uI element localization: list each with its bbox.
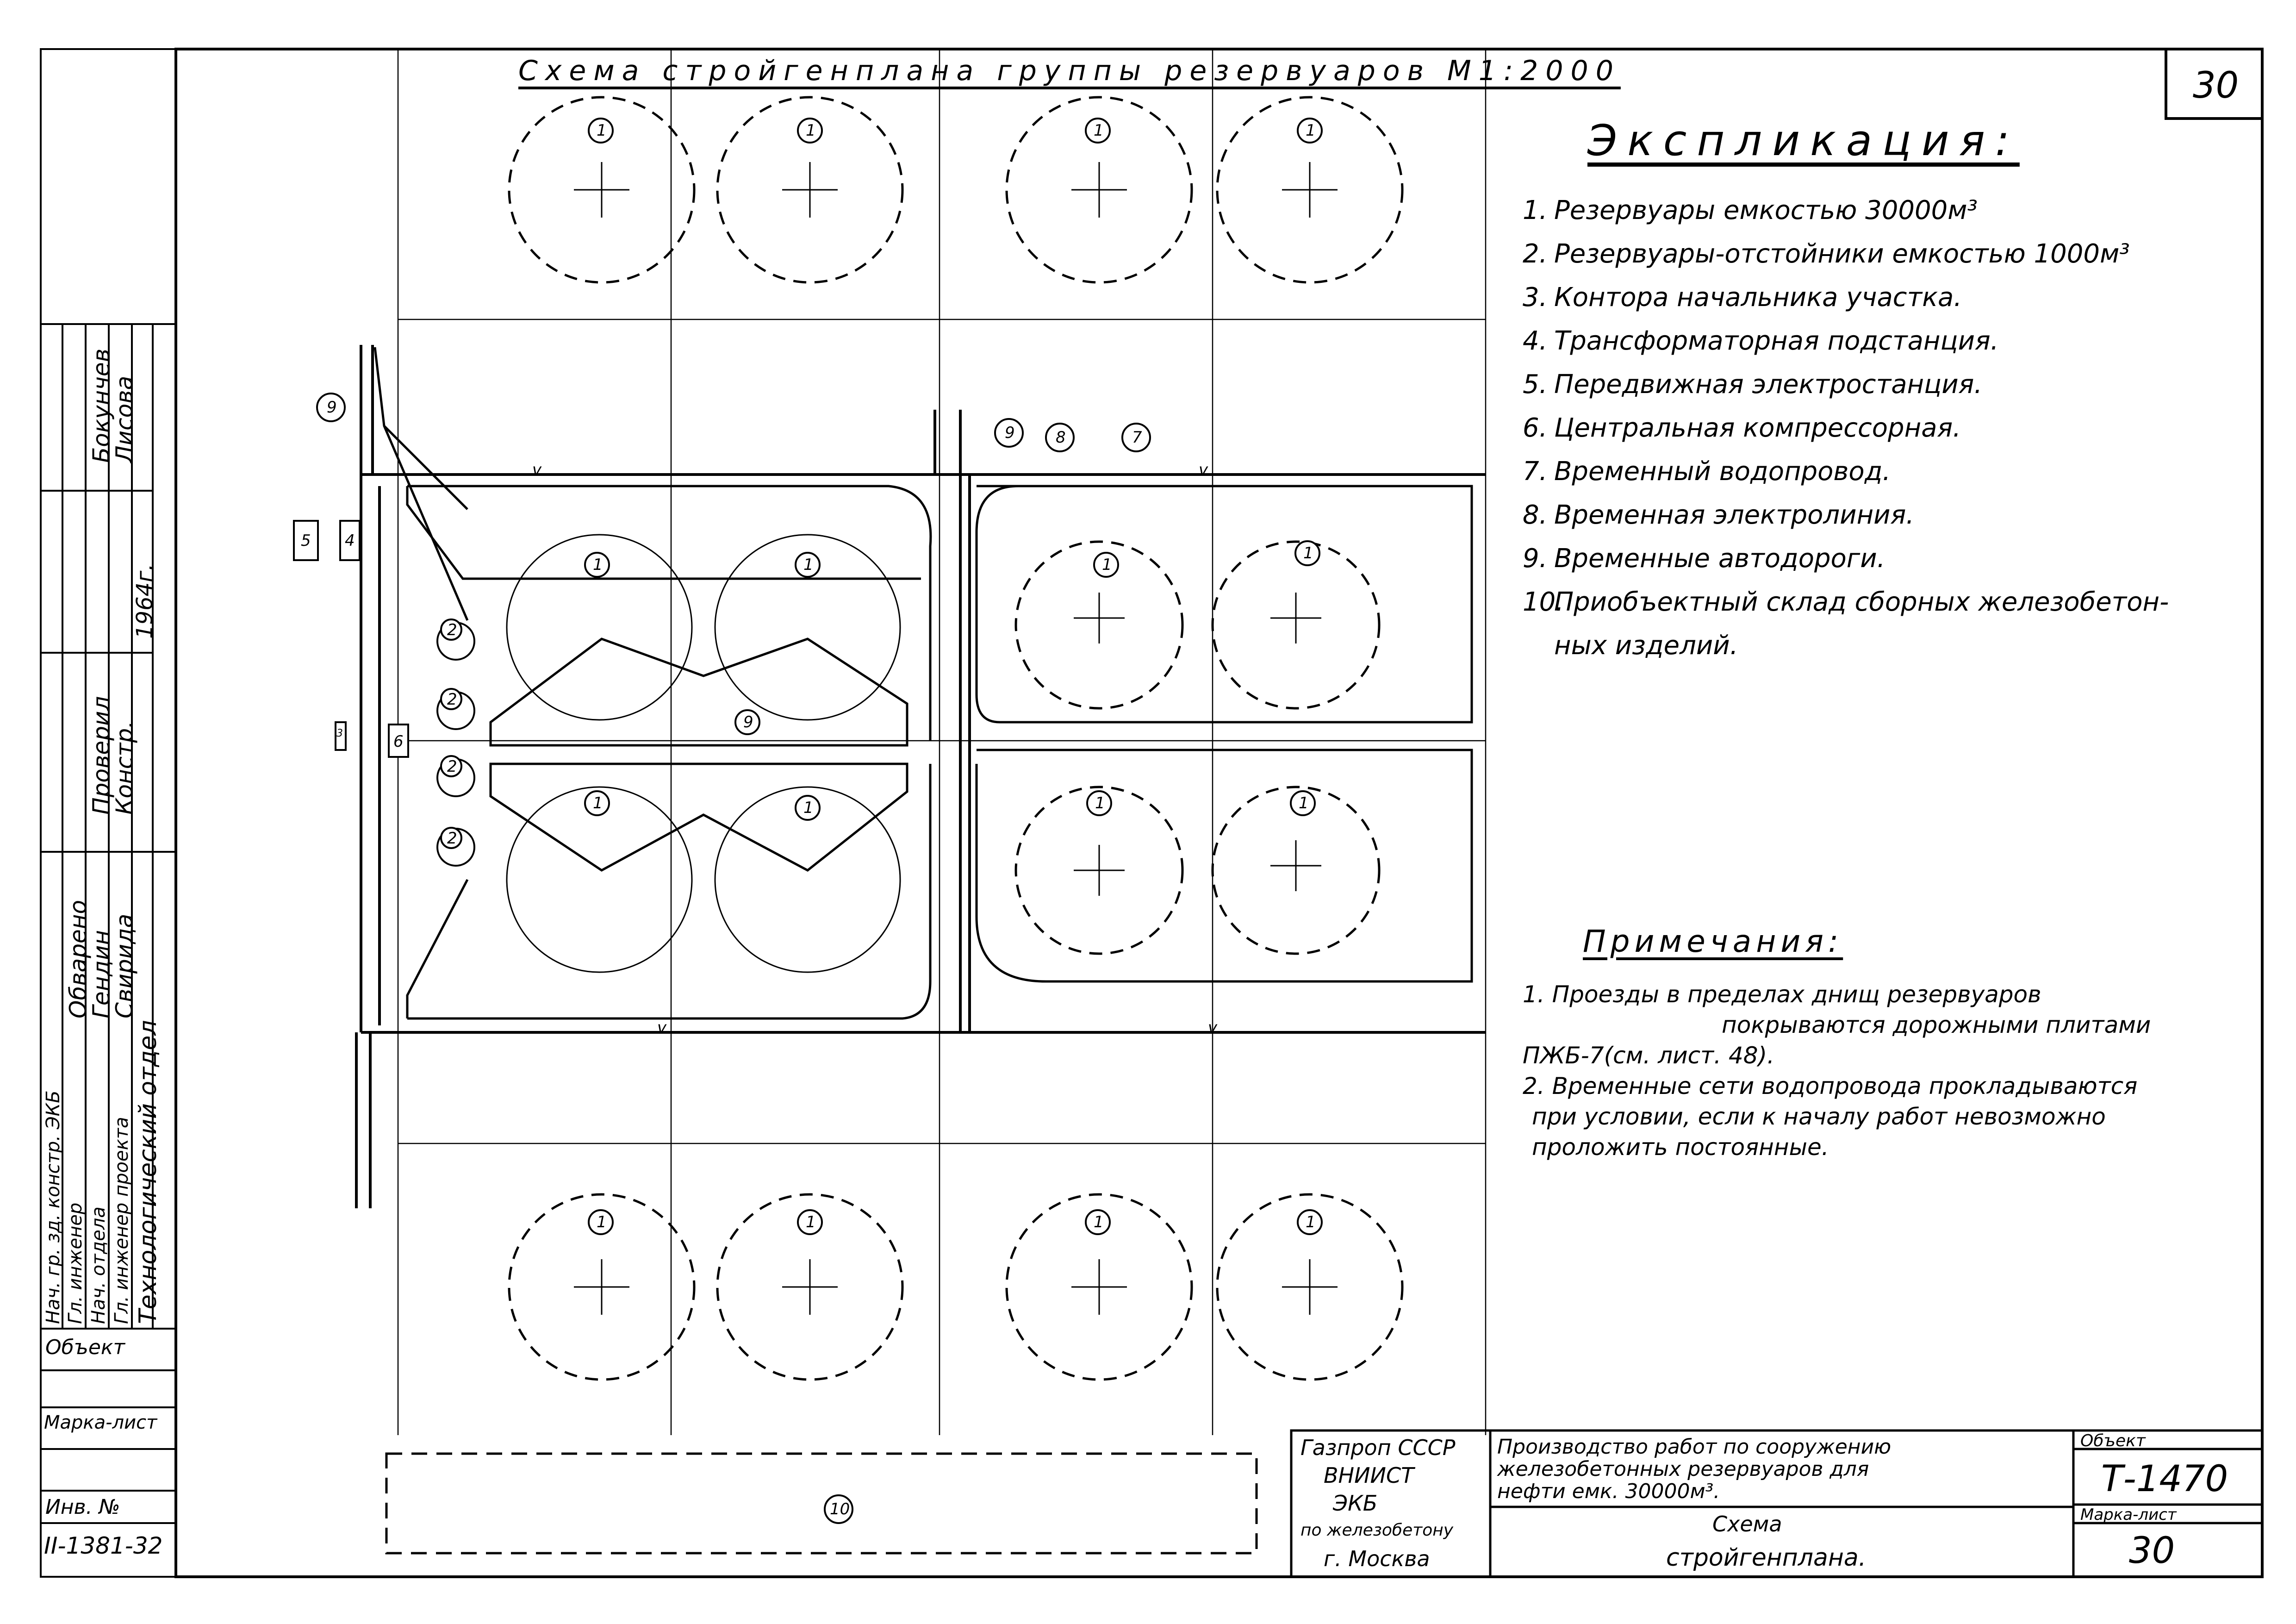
label-power-line: 8 — [1056, 428, 1066, 447]
legend-item: 5.Передвижная электростанция. — [1523, 369, 1983, 400]
label-tank: 1 — [803, 799, 814, 817]
label-settler: 2 — [447, 829, 457, 848]
callout-circles — [316, 118, 1323, 1524]
legend-item: 1.Резервуары емкостью 30000м³ — [1523, 195, 1978, 225]
note-line: ПЖБ-7(см. лист. 48). — [1523, 1042, 1774, 1069]
legend-item: 10.Приобъектный склад сборных железобето… — [1523, 587, 2169, 617]
label-tank: 1 — [1306, 121, 1316, 140]
label-roads: 9 — [1005, 424, 1015, 442]
label-compressor: 6 — [393, 732, 404, 751]
label-powerstation: 5 — [301, 531, 311, 550]
tb-work: железобетонных резервуаров для — [1497, 1457, 1869, 1481]
note-line: покрываются дорожными плитами — [1722, 1012, 2151, 1038]
legend-item: 2.Резервуары-отстойники емкостью 1000м³ — [1523, 239, 2130, 269]
label-water: 7 — [1132, 428, 1142, 447]
label-substation: 4 — [345, 531, 355, 550]
legend-item: 8.Временная электролиния. — [1523, 500, 1915, 530]
tb-object-value: Т-1470 — [2101, 1458, 2228, 1500]
label-tank: 1 — [1306, 1213, 1316, 1231]
inner-frame — [174, 48, 2264, 1578]
label-tank: 1 — [1303, 544, 1313, 562]
note-line: проложить постоянные. — [1532, 1134, 1829, 1161]
label-water-mark: v — [1199, 461, 1208, 479]
building-boxes — [293, 520, 409, 758]
legend-item: 6.Центральная компрессорная. — [1523, 413, 1961, 443]
stamp-role: Гл. инженер — [65, 1202, 86, 1324]
stamp-mark-label: Марка-лист — [44, 1412, 157, 1433]
legend-item: 3.Контора начальника участка. — [1523, 282, 1962, 312]
label-water-mark: v — [657, 1018, 667, 1037]
stamp-role: Нач. отдела — [88, 1206, 109, 1324]
sheet-number: 30 — [2193, 65, 2239, 106]
note-line: 1. Проезды в пределах днищ резервуаров — [1523, 981, 2041, 1008]
label-tank: 1 — [1094, 1213, 1104, 1231]
label-warehouse: 10 — [830, 1500, 850, 1518]
label-tank: 1 — [593, 556, 603, 574]
label-roads: 9 — [743, 713, 753, 731]
tb-org: г. Москва — [1324, 1546, 1430, 1571]
tb-sheet-title: Схема — [1712, 1512, 1782, 1537]
stamp-year: 1964г. — [132, 563, 158, 639]
explication-title: Экспликация: — [1587, 116, 2020, 165]
label-tank: 1 — [1095, 794, 1105, 812]
label-tank: 1 — [806, 121, 816, 140]
label-settler: 2 — [447, 757, 457, 776]
perimeter-lines — [355, 345, 1486, 1208]
note-line: 2. Временные сети водопровода прокладыва… — [1523, 1073, 2138, 1099]
label-office: 3 — [336, 728, 343, 739]
label-tank: 1 — [1299, 794, 1309, 812]
stamp-role: Гл. инженер проекта — [111, 1117, 132, 1324]
tb-org: по железобетону — [1300, 1521, 1454, 1540]
stamp-role: Нач. гр. зд. констр. ЭКБ — [43, 1090, 64, 1324]
legend-item: 7.Временный водопровод. — [1523, 456, 1891, 487]
grid-lines — [397, 49, 1487, 1435]
tb-org: ЭКБ — [1333, 1491, 1378, 1516]
tb-org: ВНИИСТ — [1324, 1463, 1414, 1488]
tb-mark-value: 30 — [2129, 1530, 2175, 1572]
label-roads: 9 — [327, 398, 337, 417]
note-line: при условии, если к началу работ невозмо… — [1532, 1103, 2106, 1130]
label-tank: 1 — [593, 794, 603, 812]
stamp-name: Лисова — [111, 375, 138, 463]
label-water-mark: v — [1208, 1018, 1218, 1037]
stamp-name: Свирида — [111, 913, 138, 1018]
tb-object-label: Объект — [2080, 1431, 2146, 1450]
sheet-number-box — [2165, 48, 2264, 120]
label-settler: 2 — [447, 690, 457, 709]
notes-title: Примечания: — [1583, 924, 1843, 959]
active-tanks — [506, 534, 901, 973]
drawing-title: Схема стройгенплана группы резервуаров M… — [518, 55, 1621, 87]
label-tank: 1 — [1094, 121, 1104, 140]
side-stamp-grid — [41, 323, 176, 1524]
label-tank: 1 — [1102, 556, 1112, 574]
stamp-object-label: Объект — [45, 1336, 125, 1359]
notes-text: 1. Проезды в пределах днищ резервуаров п… — [1523, 979, 2151, 1162]
label-tank: 1 — [597, 1213, 607, 1231]
stamp-col-constr: Констр. — [111, 720, 138, 815]
label-tank: 1 — [803, 556, 814, 574]
internal-roads — [406, 485, 1473, 1020]
access-road-9 — [373, 347, 469, 621]
label-tank: 1 — [806, 1213, 816, 1231]
legend-item-cont: ных изделий. — [1554, 631, 1738, 661]
tb-mark-label: Марка-лист — [2080, 1505, 2177, 1524]
label-water-mark: v — [532, 461, 542, 479]
legend-item: 4.Трансформаторная подстанция. — [1523, 326, 1999, 356]
label-tank: 1 — [597, 121, 607, 140]
stamp-inv-label: Инв. № — [45, 1495, 120, 1519]
tb-work: нефти емк. 30000м³. — [1497, 1480, 1720, 1503]
stamp-inv-value: II-1381-32 — [44, 1532, 163, 1559]
label-settler: 2 — [447, 621, 457, 639]
title-block-grid — [1290, 1429, 2264, 1578]
stamp-dept: Технологический отдел — [134, 1020, 162, 1324]
future-tanks — [508, 96, 1404, 1381]
tb-sheet-title: стройгенплана. — [1666, 1544, 1867, 1572]
tank-crosses — [574, 162, 1338, 1315]
tb-work: Производство работ по сооружению — [1497, 1435, 1892, 1459]
warehouse-area — [385, 1452, 1258, 1555]
explication-list: 1.Резервуары емкостью 30000м³ 2.Резервуа… — [1523, 189, 2169, 668]
legend-item: 9.Временные автодороги. — [1523, 543, 1885, 574]
tb-org: Газпроп СССР — [1300, 1435, 1456, 1460]
